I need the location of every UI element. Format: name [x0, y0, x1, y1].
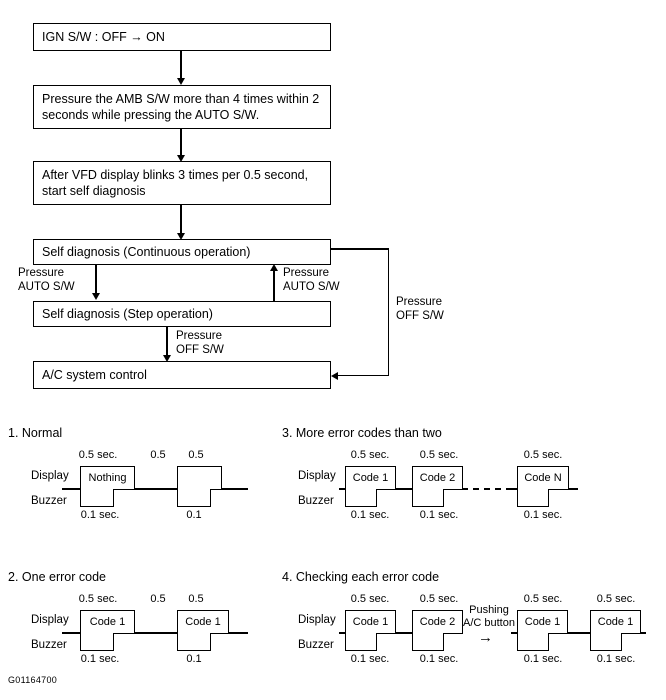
flow-arrow-ign-amb	[176, 78, 185, 85]
flow-arrow-step-ac	[162, 355, 171, 362]
pulse-bottom-label-more-n: 0.1 sec.	[523, 509, 563, 521]
flow-box-step: Self diagnosis (Step operation)	[33, 301, 331, 327]
display-pulse-more-1: Code 1	[345, 466, 396, 489]
display-pulse-normal-2	[177, 466, 222, 489]
baseline-more-dashed	[462, 488, 512, 490]
flow-connector-ign-amb	[180, 51, 182, 80]
pulse-top-label-checking-2: 0.5 sec.	[419, 593, 459, 605]
buzzer-pulse-more-n	[517, 489, 549, 507]
pulse-top-label-more-2: 0.5 sec.	[419, 449, 459, 461]
baseline-normal	[62, 488, 248, 490]
display-pulse-checking-2: Code 2	[412, 610, 463, 633]
display-pulse-checking-3: Code 1	[517, 610, 568, 633]
timing-title-checking: 4. Checking each error code	[282, 570, 440, 584]
pulse-bottom-label-more-1: 0.1 sec.	[350, 509, 390, 521]
row-label-buzzer-one: Buzzer	[31, 639, 67, 651]
buzzer-pulse-more-2	[412, 489, 444, 507]
buzzer-pulse-checking-4	[590, 633, 622, 651]
pulse-top-label-more-1: 0.5 sec.	[350, 449, 390, 461]
timing-title-one-error: 2. One error code	[8, 570, 106, 584]
flow-box-vfd: After VFD display blinks 3 times per 0.5…	[33, 161, 331, 205]
timing-title-more-errors: 3. More error codes than two	[282, 426, 442, 440]
buzzer-pulse-normal-1	[80, 489, 114, 507]
pulse-top-label-more-n: 0.5 sec.	[523, 449, 563, 461]
baseline-checking-left	[339, 632, 463, 634]
row-label-buzzer-checking: Buzzer	[298, 639, 334, 651]
buzzer-pulse-more-1	[345, 489, 377, 507]
buzzer-pulse-normal-2	[177, 489, 211, 507]
display-pulse-more-n: Code N	[517, 466, 569, 489]
pulse-top-label-normal-1: 0.5 sec.	[78, 449, 118, 461]
row-label-display-more: Display	[298, 470, 336, 482]
flow-box-ign: IGN S/W : OFF → ON	[33, 23, 331, 51]
pulse-top-label-normal-2: 0.5	[188, 449, 204, 461]
row-label-display-normal: Display	[31, 470, 69, 482]
flow-label-auto-up: Pressure AUTO S/W	[283, 267, 340, 293]
display-pulse-one-2: Code 1	[177, 610, 229, 633]
baseline-checking-right	[511, 632, 646, 634]
buzzer-pulse-checking-1	[345, 633, 377, 651]
flow-label-auto-down: Pressure AUTO S/W	[18, 267, 75, 293]
display-pulse-checking-1: Code 1	[345, 610, 396, 633]
baseline-more-a	[339, 488, 462, 490]
row-label-buzzer-normal: Buzzer	[31, 495, 67, 507]
gap-label-one-error: 0.5	[150, 593, 166, 605]
flow-box-continuous: Self diagnosis (Continuous operation)	[33, 239, 331, 265]
pulse-bottom-label-normal-2: 0.1	[186, 509, 202, 521]
pulse-top-label-one-2: 0.5	[188, 593, 204, 605]
flow-arrow-loop-ac	[331, 371, 338, 380]
pulse-bottom-label-checking-4: 0.1 sec.	[596, 653, 636, 665]
pulse-top-label-checking-3: 0.5 sec.	[523, 593, 563, 605]
buzzer-pulse-checking-2	[412, 633, 444, 651]
pulse-bottom-label-checking-2: 0.1 sec.	[419, 653, 459, 665]
pulse-top-label-checking-1: 0.5 sec.	[350, 593, 390, 605]
display-pulse-checking-4: Code 1	[590, 610, 641, 633]
pulse-bottom-label-more-2: 0.1 sec.	[419, 509, 459, 521]
flow-arrow-continuous-step	[91, 293, 100, 300]
display-pulse-one-1: Code 1	[80, 610, 135, 633]
timing-title-normal: 1. Normal	[8, 426, 63, 440]
row-label-buzzer-more: Buzzer	[298, 495, 334, 507]
flow-box-ac-control: A/C system control	[33, 361, 331, 389]
flow-label-off-return: Pressure OFF S/W	[396, 296, 444, 322]
flow-loop-top	[331, 248, 389, 250]
figure-id: G01164700	[8, 675, 58, 685]
flow-loop-bottom	[338, 374, 388, 376]
buzzer-pulse-one-2	[177, 633, 211, 651]
flow-connector-vfd-continuous	[180, 205, 182, 237]
row-label-display-checking: Display	[298, 614, 336, 626]
buzzer-pulse-one-1	[80, 633, 114, 651]
flow-loop-right	[387, 248, 389, 376]
pushing-ac-button-arrow-icon: →	[478, 629, 493, 646]
pulse-bottom-label-one-2: 0.1	[186, 653, 202, 665]
gap-label-normal: 0.5	[150, 449, 166, 461]
flow-arrow-amb-vfd	[176, 155, 185, 162]
baseline-one-error	[62, 632, 248, 634]
row-label-display-one: Display	[31, 614, 69, 626]
flow-box-amb-sw: Pressure the AMB S/W more than 4 times w…	[33, 85, 331, 129]
pulse-top-label-one-1: 0.5 sec.	[78, 593, 118, 605]
display-pulse-normal-1: Nothing	[80, 466, 135, 489]
pulse-top-label-checking-4: 0.5 sec.	[596, 593, 636, 605]
flow-arrow-vfd-continuous	[176, 233, 185, 240]
pushing-ac-button-note: Pushing A/C button	[463, 604, 515, 629]
pulse-bottom-label-normal-1: 0.1 sec.	[80, 509, 120, 521]
buzzer-pulse-checking-3	[517, 633, 549, 651]
flow-connector-continuous-step	[95, 265, 97, 297]
flow-connector-amb-vfd	[180, 129, 182, 157]
pulse-bottom-label-one-1: 0.1 sec.	[80, 653, 120, 665]
pulse-bottom-label-checking-3: 0.1 sec.	[523, 653, 563, 665]
flow-connector-step-continuous	[273, 268, 275, 301]
pulse-bottom-label-checking-1: 0.1 sec.	[350, 653, 390, 665]
flow-arrow-step-continuous	[269, 264, 278, 271]
display-pulse-more-2: Code 2	[412, 466, 463, 489]
flow-label-off-down: Pressure OFF S/W	[176, 330, 224, 356]
flow-connector-step-ac	[166, 327, 168, 359]
